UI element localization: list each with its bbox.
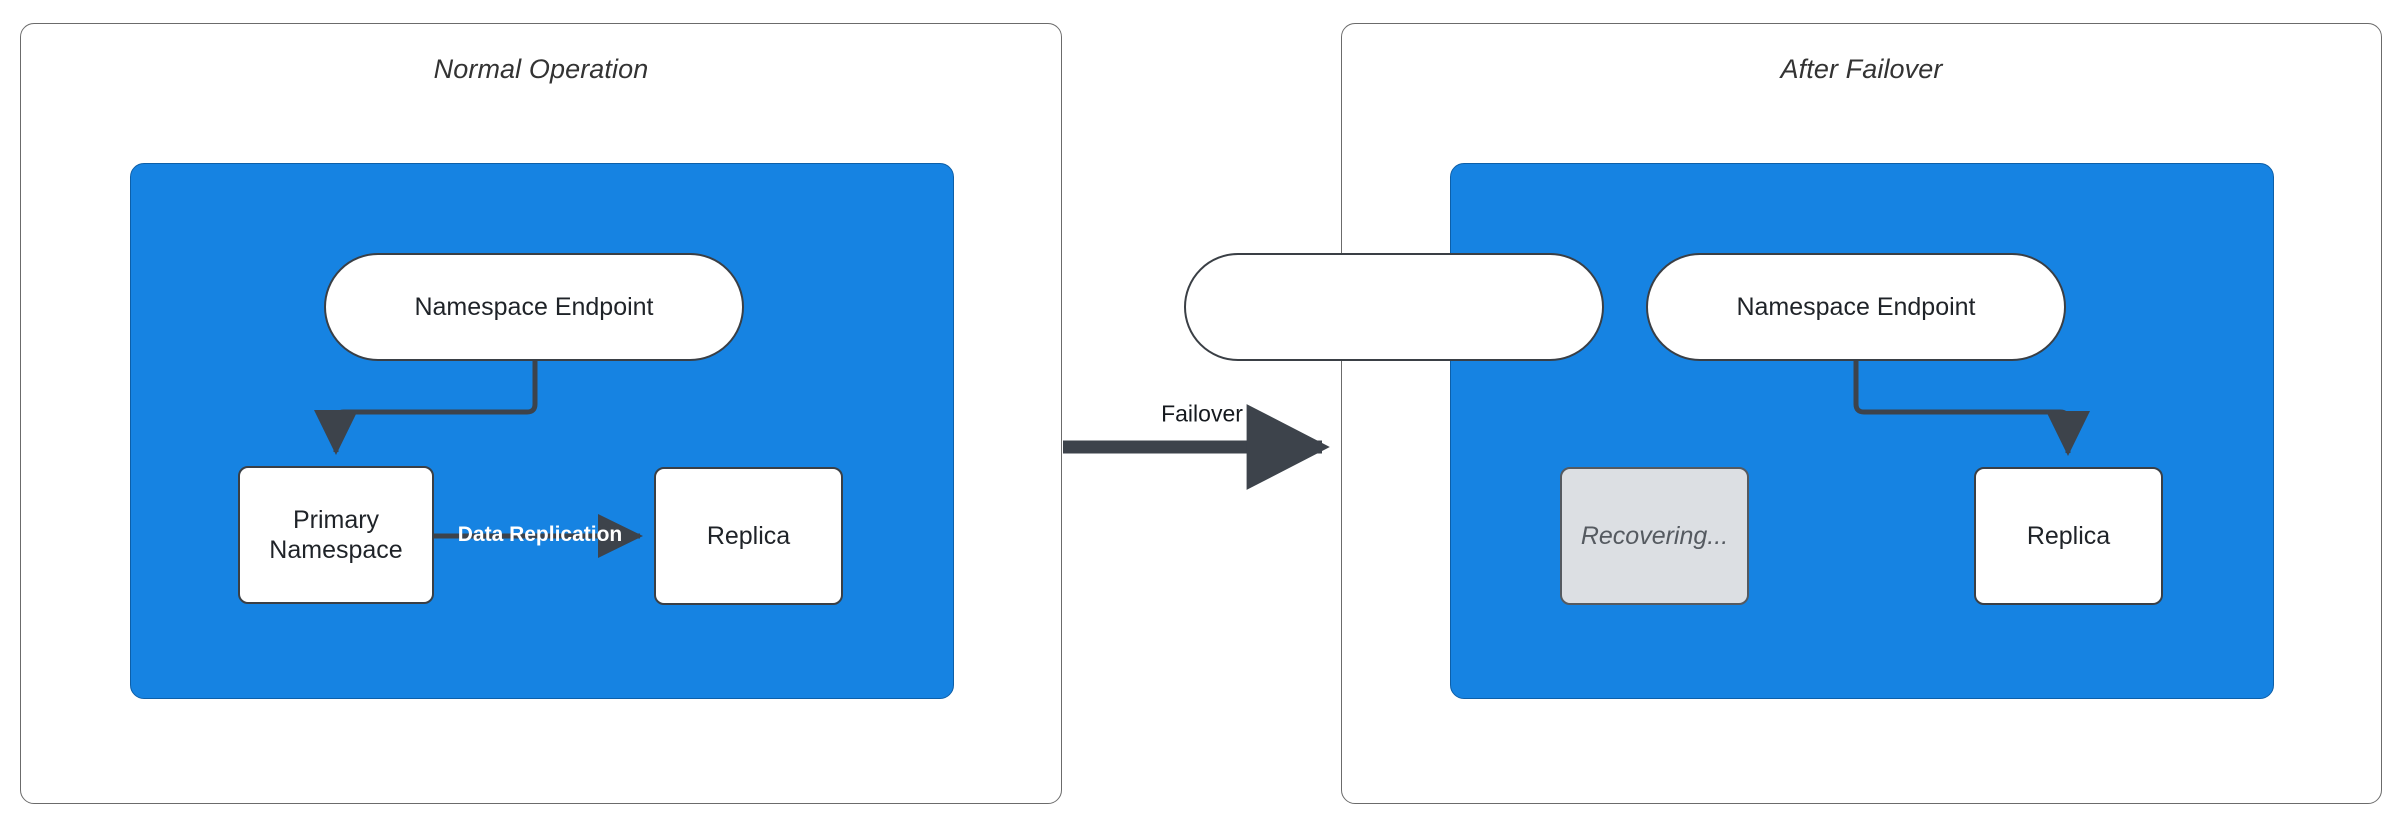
- node-label: Namespace Endpoint: [1736, 293, 1976, 321]
- panel-after-failover-title: After Failover: [1780, 54, 1943, 84]
- node-replica-normal[interactable]: Replica: [654, 467, 843, 605]
- node-recovering[interactable]: Recovering...: [1560, 467, 1749, 605]
- node-namespace-endpoint-normal[interactable]: Namespace Endpoint: [324, 253, 744, 361]
- node-namespace-endpoint-failover-placeholder: [1184, 253, 1604, 361]
- panel-normal-operation-title: Normal Operation: [433, 54, 649, 84]
- node-primary-namespace[interactable]: Primary Namespace: [238, 466, 434, 604]
- node-label: Namespace Endpoint: [414, 293, 654, 321]
- node-label: Replica: [706, 522, 791, 550]
- node-replica-failover[interactable]: Replica: [1974, 467, 2163, 605]
- edge-label-failover: Failover: [1161, 400, 1243, 427]
- node-label: Recovering...: [1580, 522, 1729, 550]
- cluster-region-normal: [130, 163, 954, 699]
- edge-label-data-replication: Data Replication: [457, 523, 623, 546]
- node-label-line2: Namespace: [269, 536, 403, 564]
- node-label: Replica: [2026, 522, 2111, 550]
- node-label: Primary Namespace: [269, 505, 402, 565]
- node-namespace-endpoint-failover[interactable]: Namespace Endpoint: [1646, 253, 2066, 361]
- cluster-region-failover: [1450, 163, 2274, 699]
- node-label-line1: Primary: [292, 506, 380, 534]
